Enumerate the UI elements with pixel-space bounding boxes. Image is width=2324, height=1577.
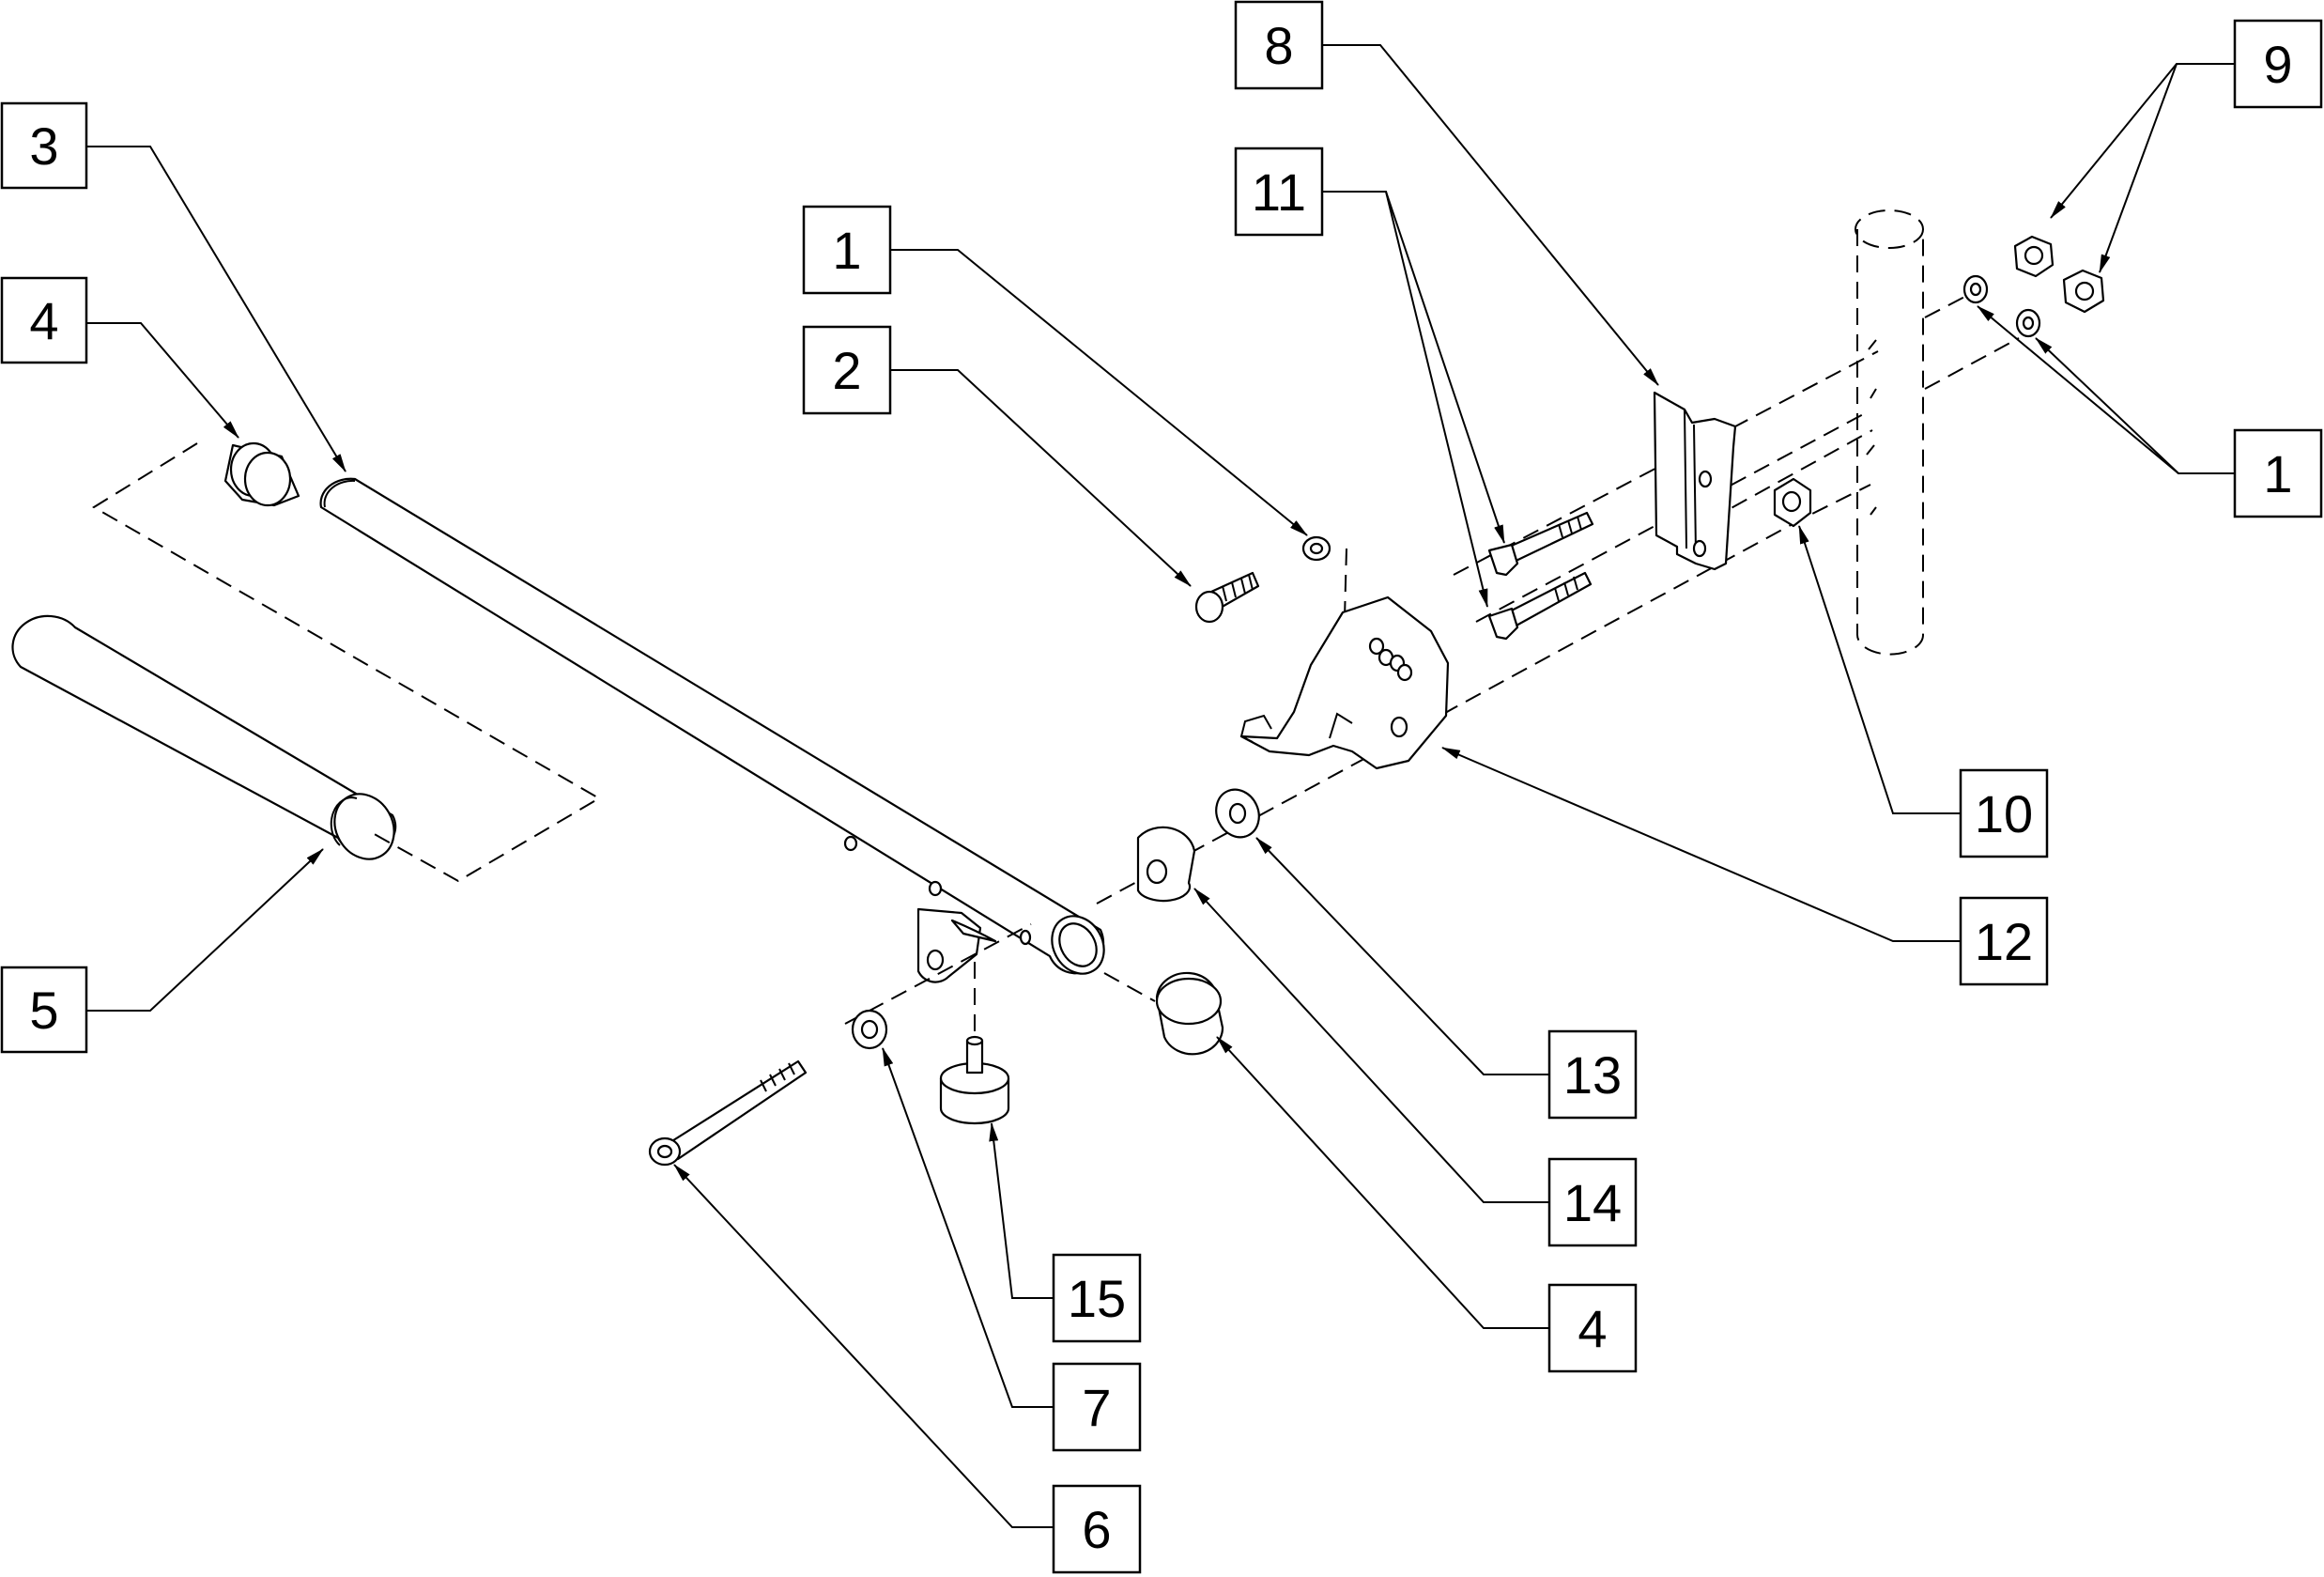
assembly-axis-post-right-1: [1924, 292, 1973, 318]
assembly-axis-tube-end: [1103, 972, 1156, 1002]
leader-7: [882, 1047, 1054, 1408]
leader-4b: [1216, 1036, 1549, 1329]
svg-text:4: 4: [29, 291, 58, 350]
leader-1b: [1977, 305, 2235, 474]
part-washer-13: [1215, 788, 1260, 839]
svg-text:5: 5: [29, 981, 58, 1040]
svg-text:6: 6: [1082, 1500, 1111, 1559]
callout-4a: 4: [0, 276, 88, 364]
leader-13: [1255, 837, 1549, 1075]
part-pivot-plate-12: [1239, 595, 1450, 770]
callout-14: 14: [1547, 1157, 1638, 1247]
leader-12: [1441, 747, 1961, 942]
leader-5: [86, 848, 324, 1012]
part-washer-1c: [2015, 308, 2041, 338]
part-nut-9b: [2062, 269, 2105, 314]
svg-text:3: 3: [29, 116, 58, 176]
assembly-line-tube5: [92, 442, 601, 883]
svg-text:13: 13: [1563, 1045, 1622, 1105]
svg-text:14: 14: [1563, 1173, 1622, 1232]
assembly-axis-main: [1096, 484, 1871, 904]
callout-13: 13: [1547, 1029, 1638, 1120]
callout-10: 10: [1959, 768, 2049, 858]
part-tube-5: [11, 614, 397, 860]
callout-3: 3: [0, 101, 88, 190]
part-tube-bracket: [916, 907, 997, 983]
part-bolt-6: [648, 1059, 808, 1167]
leader-2: [890, 369, 1192, 587]
callout-9: 9: [2233, 19, 2323, 109]
leader-4a: [86, 322, 239, 439]
leader-1c: [2035, 337, 2179, 474]
part-foot-15: [939, 1035, 1010, 1125]
callout-6: 6: [1052, 1484, 1142, 1574]
assembly-axis-pin: [844, 923, 1032, 1025]
svg-text:10: 10: [1975, 784, 2033, 843]
svg-text:15: 15: [1068, 1269, 1126, 1328]
part-nut-9a: [2013, 235, 2055, 278]
svg-text:7: 7: [1082, 1378, 1111, 1437]
leader-14: [1193, 888, 1549, 1203]
part-washer-1b: [1962, 274, 1989, 304]
callout-7: 7: [1052, 1362, 1142, 1452]
assembly-axis-upper-3: [1708, 429, 1873, 521]
callout-11: 11: [1234, 147, 1324, 237]
part-end-cap-4a: [223, 441, 300, 507]
svg-text:2: 2: [832, 341, 861, 400]
leader-6: [673, 1164, 1054, 1528]
callout-1a: 1: [802, 205, 892, 295]
part-screw-2: [1194, 571, 1260, 624]
callout-15: 15: [1052, 1253, 1142, 1343]
callout-12: 12: [1959, 896, 2049, 986]
callout-1b: 1: [2233, 428, 2323, 518]
part-end-cap-4b: [1155, 971, 1224, 1056]
part-bracket-8: [1653, 391, 1737, 571]
part-washer-7: [851, 1009, 888, 1050]
assembly-axis-post-right-2: [1924, 337, 2020, 390]
part-washer-1a: [1301, 535, 1331, 562]
part-main-tube-3: [319, 477, 1105, 975]
part-bolt-11b: [1487, 571, 1593, 641]
leader-9a: [2050, 63, 2235, 219]
leader-15: [989, 1122, 1054, 1299]
svg-text:9: 9: [2263, 35, 2292, 94]
leader-11a: [1322, 191, 1505, 544]
callout-8: 8: [1234, 0, 1324, 90]
leader-10: [1798, 525, 1961, 814]
svg-text:12: 12: [1975, 912, 2033, 971]
frame-post: [1855, 209, 1924, 656]
callout-4b: 4: [1547, 1283, 1638, 1373]
leader-1a: [890, 249, 1308, 536]
leader-9b: [2099, 63, 2178, 273]
leader-11b: [1385, 191, 1488, 608]
leader-3: [86, 146, 346, 472]
svg-text:1: 1: [832, 221, 861, 280]
part-bolt-11a: [1487, 511, 1594, 577]
callout-2: 2: [802, 325, 892, 415]
callout-5: 5: [0, 966, 88, 1054]
leader-8: [1322, 44, 1659, 386]
part-spacer-14: [1136, 826, 1196, 903]
part-locknut-10: [1773, 477, 1812, 528]
svg-text:1: 1: [2263, 444, 2292, 503]
svg-text:8: 8: [1264, 16, 1293, 75]
svg-text:11: 11: [1252, 162, 1306, 222]
svg-text:4: 4: [1578, 1299, 1607, 1358]
